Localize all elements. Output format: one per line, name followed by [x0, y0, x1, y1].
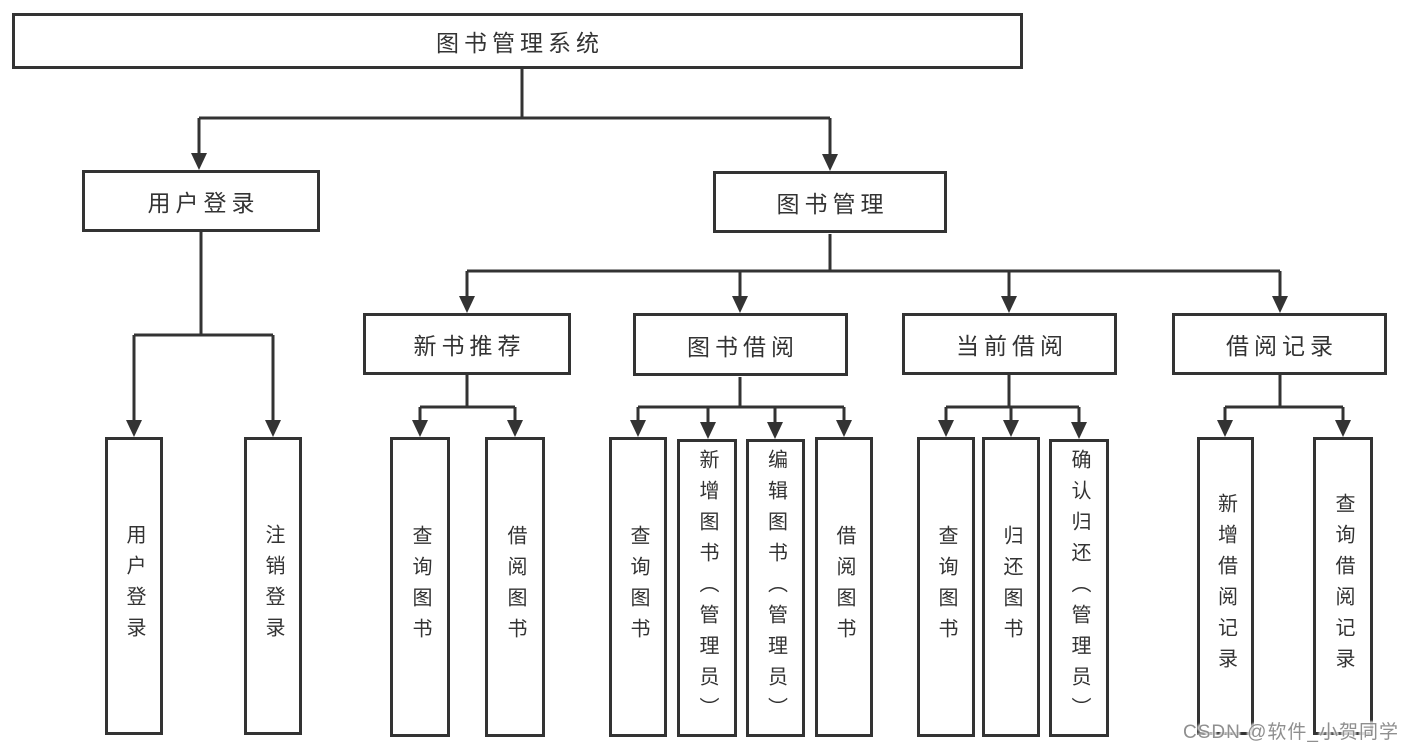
leaf-query-books: 查询图书: [390, 437, 450, 737]
arrow-icon: [1217, 420, 1233, 437]
node-borrowing-records: 借阅记录: [1172, 313, 1387, 375]
wire-current-split: [944, 375, 1081, 423]
leaf-logout: 注销登录: [244, 437, 302, 735]
csdn-watermark: CSDN @软件_小贺同学: [1183, 722, 1399, 743]
wire-root-split: [197, 69, 832, 156]
arrow-icon: [412, 420, 428, 437]
leaf-borrow-books: 借阅图书: [815, 437, 873, 737]
arrow-icon: [732, 296, 748, 313]
arrow-icon: [822, 154, 838, 171]
leaf-add-books-admin: 新增图书（管理员）: [677, 439, 737, 737]
leaf-confirm-return-admin: 确认归还（管理员）: [1049, 439, 1109, 737]
leaf-query-books: 查询图书: [609, 437, 667, 737]
arrow-icon: [191, 153, 207, 170]
arrow-icon: [1272, 296, 1288, 313]
wire-mgmt-split: [465, 234, 1282, 299]
node-book-management: 图书管理: [713, 171, 947, 233]
arrow-icon: [767, 422, 783, 439]
arrow-icon: [126, 420, 142, 437]
leaf-query-books: 查询图书: [917, 437, 975, 737]
arrow-icon: [1001, 296, 1017, 313]
leaf-borrow-books: 借阅图书: [485, 437, 545, 737]
wire-borrow-split: [636, 377, 846, 423]
wire-records-split: [1223, 375, 1345, 423]
node-user-login: 用户登录: [82, 170, 320, 232]
arrow-icon: [938, 420, 954, 437]
arrow-icon: [507, 420, 523, 437]
arrow-icon: [265, 420, 281, 437]
arrow-icon: [836, 420, 852, 437]
leaf-edit-books-admin: 编辑图书（管理员）: [746, 439, 805, 737]
leaf-add-borrow-record: 新增借阅记录: [1197, 437, 1254, 735]
wire-rec-split: [418, 375, 517, 423]
node-new-book-recommendation: 新书推荐: [363, 313, 571, 375]
leaf-user-login: 用户登录: [105, 437, 163, 735]
wire-login-split: [132, 232, 275, 423]
leaf-query-borrow-record: 查询借阅记录: [1313, 437, 1373, 735]
arrow-icon: [1335, 420, 1351, 437]
arrow-icon: [700, 422, 716, 439]
arrow-icon: [459, 296, 475, 313]
node-current-borrowing: 当前借阅: [902, 313, 1117, 375]
arrow-icon: [1003, 420, 1019, 437]
node-library-management-system: 图书管理系统: [12, 13, 1023, 69]
node-book-borrowing: 图书借阅: [633, 313, 848, 376]
arrow-icon: [630, 420, 646, 437]
arrow-icon: [1071, 422, 1087, 439]
leaf-return-books: 归还图书: [982, 437, 1040, 737]
